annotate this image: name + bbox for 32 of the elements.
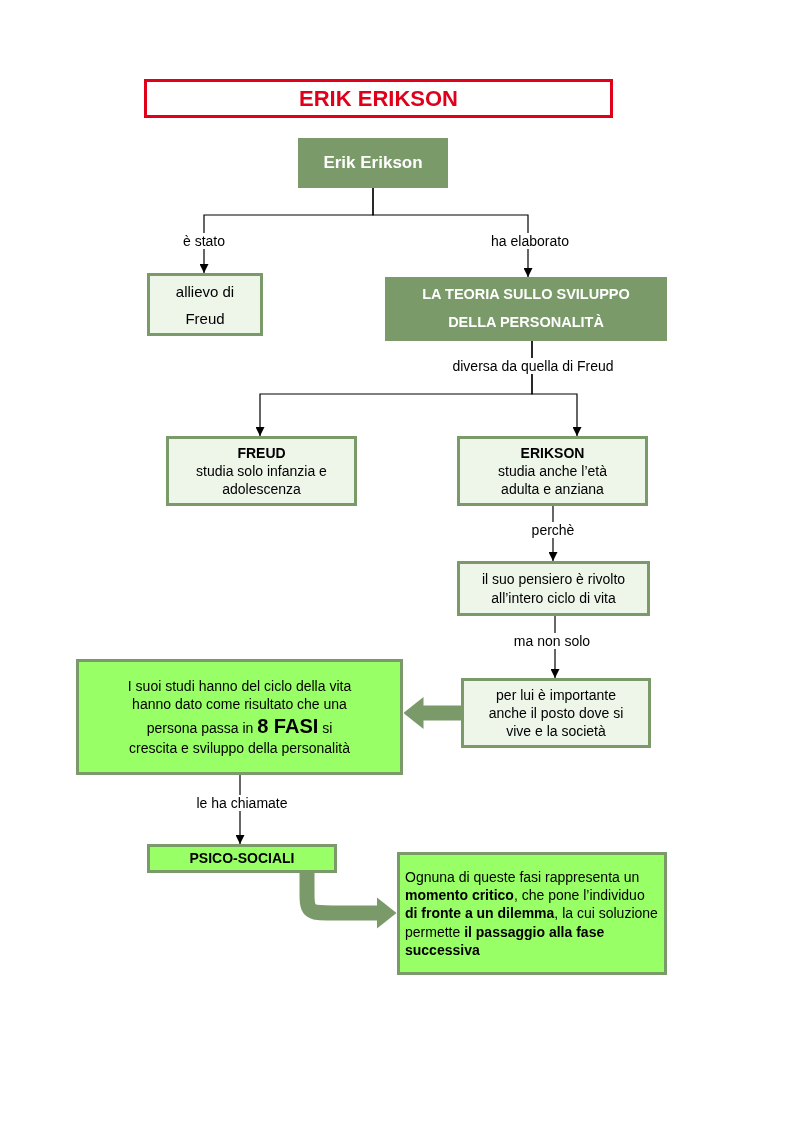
box-text: Erik Erikson: [323, 151, 423, 174]
box-text: allievo di Freud: [174, 281, 236, 329]
edge-label: ha elaborato: [489, 233, 571, 249]
edge-label: diversa da quella di Freud: [450, 358, 616, 374]
box-heading: ERIKSON: [520, 443, 585, 462]
box-text: LA TEORIA SULLO SVILUPPO DELLA PERSONALITÀ: [421, 285, 631, 332]
edge-label: perchè: [529, 522, 577, 538]
edge-label: le ha chiamate: [194, 795, 290, 811]
note-box: [147, 273, 263, 336]
highlight-box: [76, 659, 403, 775]
box-text: Ognuna di queste fasi rappresenta un momento critico, che pone l’individuo di fronte a un dilemma, la cui soluzione permette il passaggio alla fase successiva: [405, 868, 659, 959]
box-heading: FREUD: [237, 443, 286, 462]
block-arrow: [403, 697, 461, 729]
note-box: [461, 678, 651, 748]
title: ERIK ERIKSON: [144, 79, 613, 118]
box-text: studia solo infanzia e adolescenza: [195, 461, 328, 499]
box-text: il suo pensiero è rivolto all’intero ciclo di vita: [480, 570, 627, 607]
box-text: studia anche l’età adulta e anziana: [497, 461, 608, 499]
edge-label: ma non solo: [511, 633, 593, 649]
concept-box: [385, 277, 667, 341]
highlight-box: [147, 844, 337, 873]
box-text: I suoi studi hanno del ciclo della vita hanno dato come risultato che una persona passa in 8 FASI si crescita e sviluppo della personalità: [126, 676, 353, 758]
box-text: per lui è importante anche il posto dove si vive e la società: [487, 685, 625, 741]
concept-box: [298, 138, 448, 188]
arrow: [531, 340, 582, 437]
arrow: [372, 187, 533, 278]
highlight-box: [397, 852, 667, 975]
note-box: [457, 561, 650, 616]
box-text: PSICO-SOCIALI: [189, 849, 295, 868]
note-box: [166, 436, 357, 506]
edge-label: è stato: [181, 233, 227, 249]
note-box: [457, 436, 648, 506]
